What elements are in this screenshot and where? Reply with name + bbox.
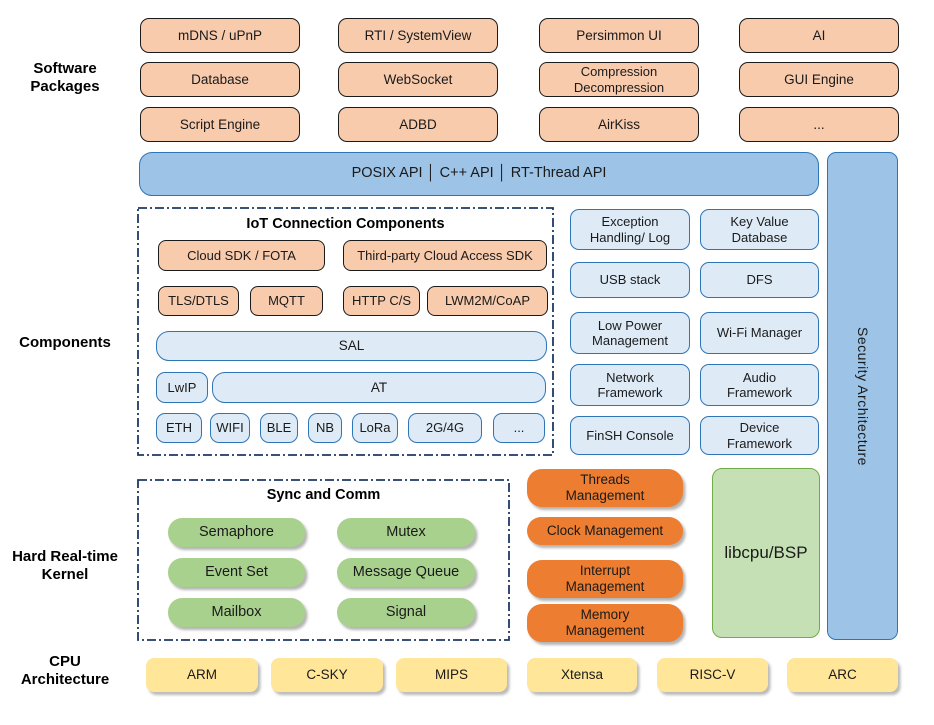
usb-stack-box: USB stack — [570, 262, 690, 298]
third-party-cloud-box: Third-party Cloud Access SDK — [343, 240, 547, 271]
package-persimmon-ui: Persimmon UI — [539, 18, 699, 53]
at-box: AT — [212, 372, 546, 403]
link-ble-box: BLE — [260, 413, 298, 443]
key-value-database-box: Key Value Database — [700, 209, 819, 250]
api-bar: POSIX API │ C++ API │ RT-Thread API — [139, 152, 819, 196]
link-2g4g-box: 2G/4G — [408, 413, 482, 443]
sal-box: SAL — [156, 331, 547, 361]
package-ai: AI — [739, 18, 899, 53]
interrupt-management-pill: Interrupt Management — [527, 560, 683, 598]
network-framework-box: Network Framework — [570, 364, 690, 406]
iot-components-title: IoT Connection Components — [246, 216, 445, 232]
link-eth-box: ETH — [156, 413, 202, 443]
exception-handling-log-box: Exception Handling/ Log — [570, 209, 690, 250]
link-more-box: ... — [493, 413, 545, 443]
signal-pill: Signal — [337, 598, 475, 627]
device-framework-box: Device Framework — [700, 416, 819, 455]
package-compression: Compression Decompression — [539, 62, 699, 97]
package-websocket: WebSocket — [338, 62, 498, 97]
sync-and-comm-title: Sync and Comm — [266, 487, 381, 503]
package-gui-engine: GUI Engine — [739, 62, 899, 97]
libcpu-bsp-box: libcpu/BSP — [712, 468, 820, 638]
audio-framework-box: Audio Framework — [700, 364, 819, 406]
finsh-console-box: FinSH Console — [570, 416, 690, 455]
message-queue-pill: Message Queue — [337, 558, 475, 587]
sync-and-comm-box: Sync and Comm Semaphore Mutex Event Set … — [137, 479, 510, 641]
label-components: Components — [19, 334, 111, 351]
security-architecture-bar: Security Architecture — [827, 152, 898, 640]
clock-management-pill: Clock Management — [527, 517, 683, 545]
memory-management-pill: Memory Management — [527, 604, 683, 642]
cpu-xtensa-box: Xtensa — [527, 658, 637, 692]
http-cs-box: HTTP C/S — [343, 286, 420, 316]
package-database: Database — [140, 62, 300, 97]
package-more: ... — [739, 107, 899, 142]
package-script-engine: Script Engine — [140, 107, 300, 142]
cloud-sdk-fota-box: Cloud SDK / FOTA — [158, 240, 325, 271]
cpu-csky-box: C-SKY — [271, 658, 383, 692]
link-nb-box: NB — [308, 413, 342, 443]
mailbox-pill: Mailbox — [168, 598, 305, 627]
wifi-manager-box: Wi-Fi Manager — [700, 312, 819, 354]
dfs-box: DFS — [700, 262, 819, 298]
security-architecture-label: Security Architecture — [854, 326, 871, 466]
cpu-arc-box: ARC — [787, 658, 898, 692]
link-wifi-box: WIFI — [210, 413, 250, 443]
mqtt-box: MQTT — [250, 286, 323, 316]
label-kernel: Hard Real-time Kernel — [12, 548, 118, 583]
cpu-arm-box: ARM — [146, 658, 258, 692]
link-lora-box: LoRa — [352, 413, 398, 443]
iot-connection-components-box: IoT Connection Components Cloud SDK / FO… — [137, 207, 554, 456]
lwip-box: LwIP — [156, 372, 208, 403]
dash-dot-border — [137, 479, 510, 641]
cpu-mips-box: MIPS — [396, 658, 507, 692]
package-mdns-upnp: mDNS / uPnP — [140, 18, 300, 53]
lwm2m-coap-box: LWM2M/CoAP — [427, 286, 548, 316]
package-airkiss: AirKiss — [539, 107, 699, 142]
threads-management-pill: Threads Management — [527, 469, 683, 507]
semaphore-pill: Semaphore — [168, 518, 305, 547]
low-power-management-box: Low Power Management — [570, 312, 690, 354]
package-adbd: ADBD — [338, 107, 498, 142]
package-rti-systemview: RTI / SystemView — [338, 18, 498, 53]
mutex-pill: Mutex — [337, 518, 475, 547]
label-software-packages: Software Packages — [30, 60, 100, 95]
label-cpu-architecture: CPU Architecture — [20, 653, 110, 688]
cpu-riscv-box: RISC-V — [657, 658, 768, 692]
dash-dot-border — [137, 207, 554, 456]
event-set-pill: Event Set — [168, 558, 305, 587]
tls-dtls-box: TLS/DTLS — [158, 286, 239, 316]
